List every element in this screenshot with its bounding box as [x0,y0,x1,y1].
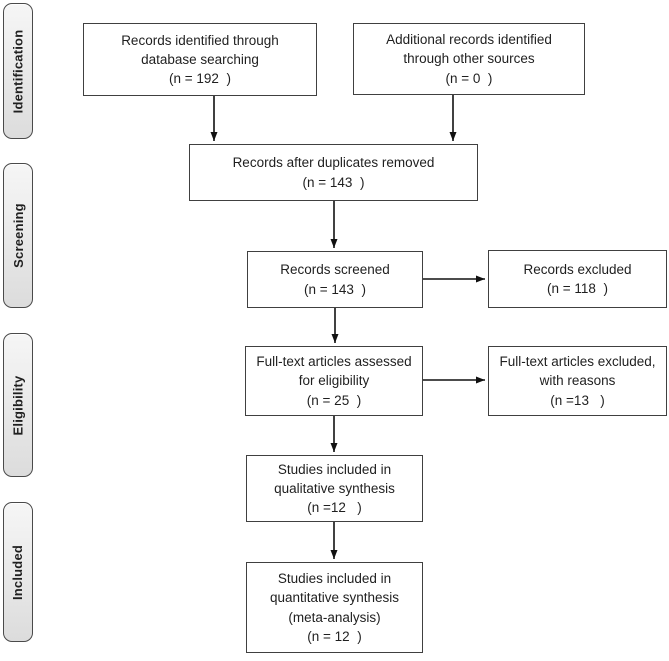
box-records-identified: Records identified through database sear… [83,23,317,96]
stage-label-screening: Screening [3,163,33,308]
box-additional-records: Additional records identified through ot… [353,23,585,95]
box-additional-records-text: Additional records identified through ot… [386,32,552,86]
box-fulltext-excluded-text: Full-text articles excluded, with reason… [499,354,656,408]
box-records-screened: Records screened (n = 143 ) [247,251,423,308]
box-qualitative-synthesis: Studies included in qualitative synthesi… [246,455,423,522]
box-quantitative-synthesis: Studies included in quantitative synthes… [246,562,423,653]
box-fulltext-excluded: Full-text articles excluded, with reason… [488,346,667,416]
stage-label-included: Included [3,502,33,642]
stage-label-identification: Identification [3,3,33,139]
box-records-screened-text: Records screened (n = 143 ) [280,262,390,297]
stage-label-eligibility: Eligibility [3,333,33,477]
box-qualitative-synthesis-text: Studies included in qualitative synthesi… [274,461,395,516]
stage-label-identification-text: Identification [10,29,26,113]
box-records-identified-text: Records identified through database sear… [121,32,279,87]
box-records-excluded: Records excluded (n = 118 ) [488,250,667,308]
box-records-excluded-text: Records excluded (n = 118 ) [523,261,632,296]
box-duplicates-removed: Records after duplicates removed (n = 14… [189,144,478,201]
box-fulltext-assessed: Full-text articles assessed for eligibil… [245,346,423,416]
box-fulltext-assessed-text: Full-text articles assessed for eligibil… [256,354,412,408]
box-duplicates-removed-text: Records after duplicates removed (n = 14… [232,155,435,190]
stage-label-eligibility-text: Eligibility [10,375,26,435]
stage-label-included-text: Included [10,544,26,600]
box-quantitative-synthesis-text: Studies included in quantitative synthes… [269,571,400,644]
stage-label-screening-text: Screening [10,203,26,268]
